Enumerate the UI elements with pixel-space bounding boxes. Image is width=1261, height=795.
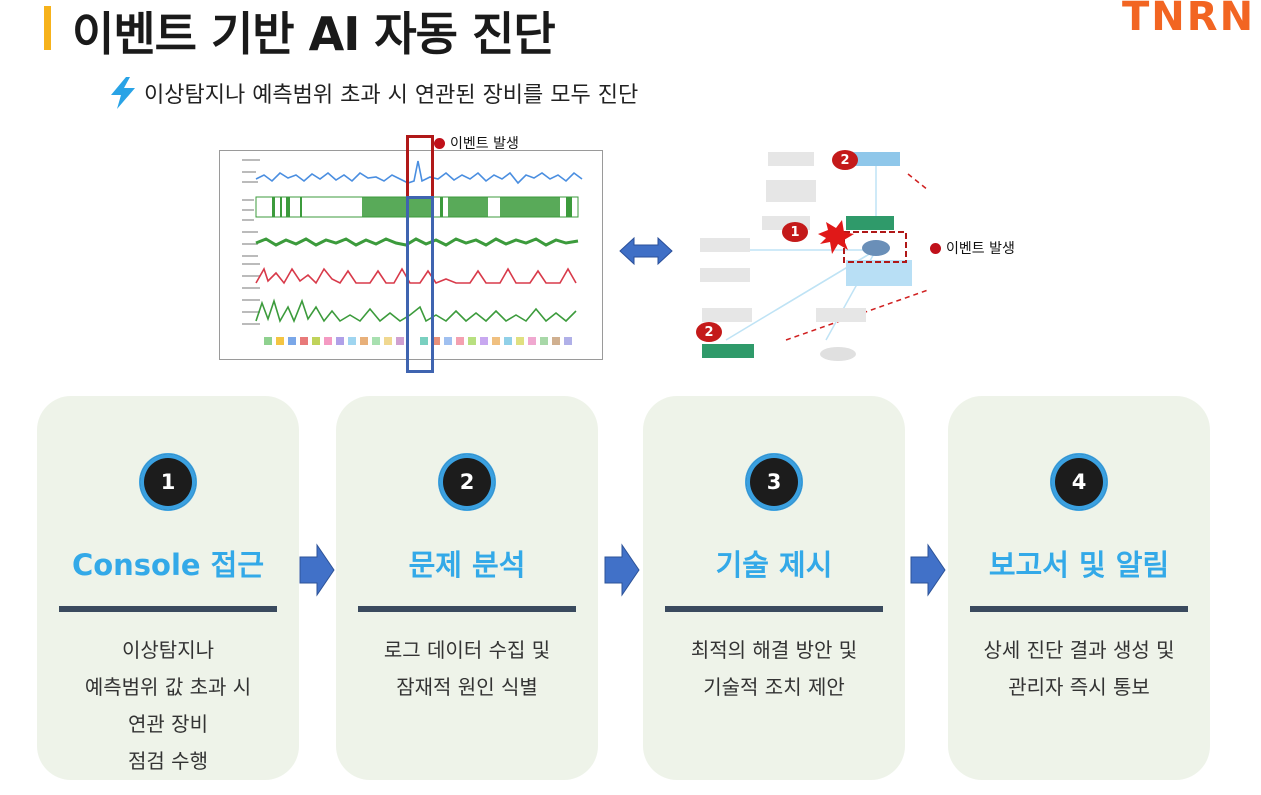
brand-logo: TNRN	[1122, 0, 1256, 40]
step-card-4: 4 보고서 및 알림 상세 진단 결과 생성 및 관리자 즉시 통보	[948, 396, 1210, 780]
topology-marker-1: 1	[782, 222, 808, 242]
event-highlight-blue-box	[406, 196, 434, 373]
step-description: 상세 진단 결과 생성 및 관리자 즉시 통보	[948, 632, 1210, 706]
step-divider	[358, 606, 576, 612]
step-number-badge: 3	[746, 454, 802, 510]
step-divider	[665, 606, 883, 612]
step-title: Console 접근	[71, 548, 265, 582]
topology-graphic	[700, 152, 929, 361]
flow-arrow-icon	[299, 543, 335, 597]
topology-marker-2-bottom: 2	[696, 322, 722, 342]
subtitle: 이상탐지나 예측범위 초과 시 연관된 장비를 모두 진단	[108, 76, 638, 110]
flow-arrow-icon	[604, 543, 640, 597]
event-marker-icon	[930, 242, 941, 254]
step-number-badge: 2	[439, 454, 495, 510]
step-description: 이상탐지나 예측범위 값 초과 시 연관 장비 점검 수행	[37, 632, 299, 780]
step-description-line: 기술적 조치 제안	[703, 675, 845, 699]
step-title: 문제 분석	[408, 548, 526, 582]
step-title: 기술 제시	[715, 548, 833, 582]
lightning-icon	[111, 77, 135, 109]
event-highlight-red-box	[406, 135, 434, 199]
step-description-line: 이상탐지나	[122, 638, 214, 662]
step-description: 로그 데이터 수집 및 잠재적 원인 식별	[336, 632, 598, 706]
event-label-top: 이벤트 발생	[434, 133, 519, 153]
step-card-2: 2 문제 분석 로그 데이터 수집 및 잠재적 원인 식별	[336, 396, 598, 780]
step-description-line: 잠재적 원인 식별	[396, 675, 538, 699]
event-marker-icon	[434, 137, 445, 149]
title-accent-bar	[44, 6, 51, 50]
step-description-line: 관리자 즉시 통보	[1008, 675, 1150, 699]
step-description-line: 연관 장비	[128, 712, 208, 736]
event-label-right: 이벤트 발생	[930, 238, 1015, 258]
event-label-right-text: 이벤트 발생	[946, 241, 1015, 257]
step-description-line: 로그 데이터 수집 및	[383, 638, 551, 662]
step-divider	[970, 606, 1188, 612]
double-arrow-icon	[619, 236, 673, 266]
step-card-1: 1 Console 접근 이상탐지나 예측범위 값 초과 시 연관 장비 점검 …	[37, 396, 299, 780]
step-divider	[59, 606, 277, 612]
topology-marker-2-top: 2	[832, 150, 858, 170]
step-description-line: 점검 수행	[128, 749, 208, 773]
step-number-badge: 4	[1051, 454, 1107, 510]
step-description-line: 최적의 해결 방안 및	[690, 638, 858, 662]
step-number-badge: 1	[140, 454, 196, 510]
subtitle-text: 이상탐지나 예측범위 초과 시 연관된 장비를 모두 진단	[144, 83, 639, 108]
event-label-top-text: 이벤트 발생	[450, 136, 519, 152]
step-description: 최적의 해결 방안 및 기술적 조치 제안	[643, 632, 905, 706]
metrics-chart-panel	[219, 150, 603, 360]
flow-arrow-icon	[910, 543, 946, 597]
page-title: 이벤트 기반 AI 자동 진단	[72, 7, 556, 61]
step-card-3: 3 기술 제시 최적의 해결 방안 및 기술적 조치 제안	[643, 396, 905, 780]
step-title: 보고서 및 알림	[988, 548, 1170, 582]
step-description-line: 상세 진단 결과 생성 및	[983, 638, 1175, 662]
topology-panel: 2 1 2	[686, 150, 929, 366]
step-description-line: 예측범위 값 초과 시	[84, 675, 252, 699]
